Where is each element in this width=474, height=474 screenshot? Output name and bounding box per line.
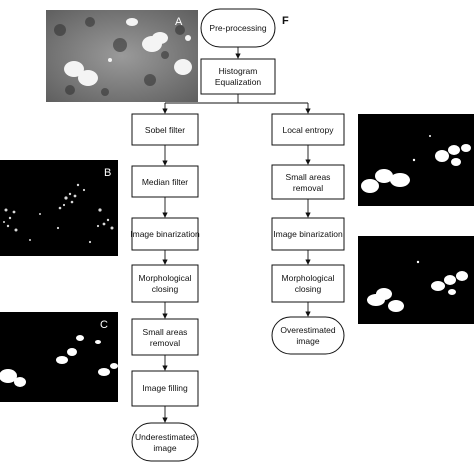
node-underestimated-image bbox=[131, 422, 199, 462]
node-text-closing-left-2: closing bbox=[152, 284, 179, 294]
flow-connectors bbox=[162, 47, 311, 423]
panel-c-image bbox=[0, 312, 118, 402]
panel-right-top-image bbox=[358, 114, 474, 206]
node-histogram-equalization bbox=[200, 58, 276, 95]
node-text-closing-right-1: Morphological bbox=[282, 273, 335, 283]
node-text-overestimated-2: image bbox=[296, 336, 319, 346]
node-image-filling bbox=[131, 370, 199, 407]
node-text-closing-left-1: Morphological bbox=[139, 273, 192, 283]
node-text-small-areas-right-1: Small areas bbox=[286, 172, 331, 182]
node-local-entropy bbox=[271, 113, 345, 146]
node-text-small-areas-left-1: Small areas bbox=[143, 327, 188, 337]
panel-b-label: B bbox=[104, 167, 111, 179]
node-median-filter bbox=[131, 165, 199, 198]
node-text-small-areas-right-2: removal bbox=[293, 183, 323, 193]
node-text-median: Median filter bbox=[142, 177, 188, 187]
node-text-overestimated-1: Overestimated bbox=[280, 325, 336, 335]
node-text-binarization-left: Image binarization bbox=[130, 229, 200, 239]
panel-a-image bbox=[46, 10, 198, 102]
panel-right-bottom-image bbox=[358, 236, 474, 324]
node-text-entropy: Local entropy bbox=[282, 125, 334, 135]
node-small-areas-removal-left bbox=[131, 318, 199, 356]
panel-a-label: A bbox=[175, 16, 183, 28]
panel-b-image bbox=[0, 160, 118, 256]
node-text-small-areas-left-2: removal bbox=[150, 338, 180, 348]
node-pre-processing bbox=[200, 8, 276, 48]
node-text-sobel: Sobel filter bbox=[145, 125, 185, 135]
panel-f-label: F bbox=[282, 15, 289, 27]
node-morphological-closing-left bbox=[131, 264, 199, 303]
node-image-binarization-right bbox=[271, 217, 345, 251]
node-small-areas-removal-right bbox=[271, 164, 345, 200]
node-text-binarization-right: Image binarization bbox=[273, 229, 343, 239]
node-text-histogram-1: Histogram bbox=[219, 66, 258, 76]
node-image-binarization-left bbox=[131, 217, 199, 251]
node-sobel-filter bbox=[131, 113, 199, 146]
panel-c-label: C bbox=[100, 319, 108, 331]
node-overestimated-image bbox=[271, 316, 345, 355]
node-text-underestimated-1: Underestimated bbox=[135, 432, 195, 442]
node-text-underestimated-2: image bbox=[153, 443, 176, 453]
node-text-histogram-2: Equalization bbox=[215, 77, 262, 87]
node-text-closing-right-2: closing bbox=[295, 284, 322, 294]
node-text-filling: Image filling bbox=[142, 383, 188, 393]
node-text-pre-processing: Pre-processing bbox=[209, 23, 266, 33]
node-morphological-closing-right bbox=[271, 264, 345, 303]
